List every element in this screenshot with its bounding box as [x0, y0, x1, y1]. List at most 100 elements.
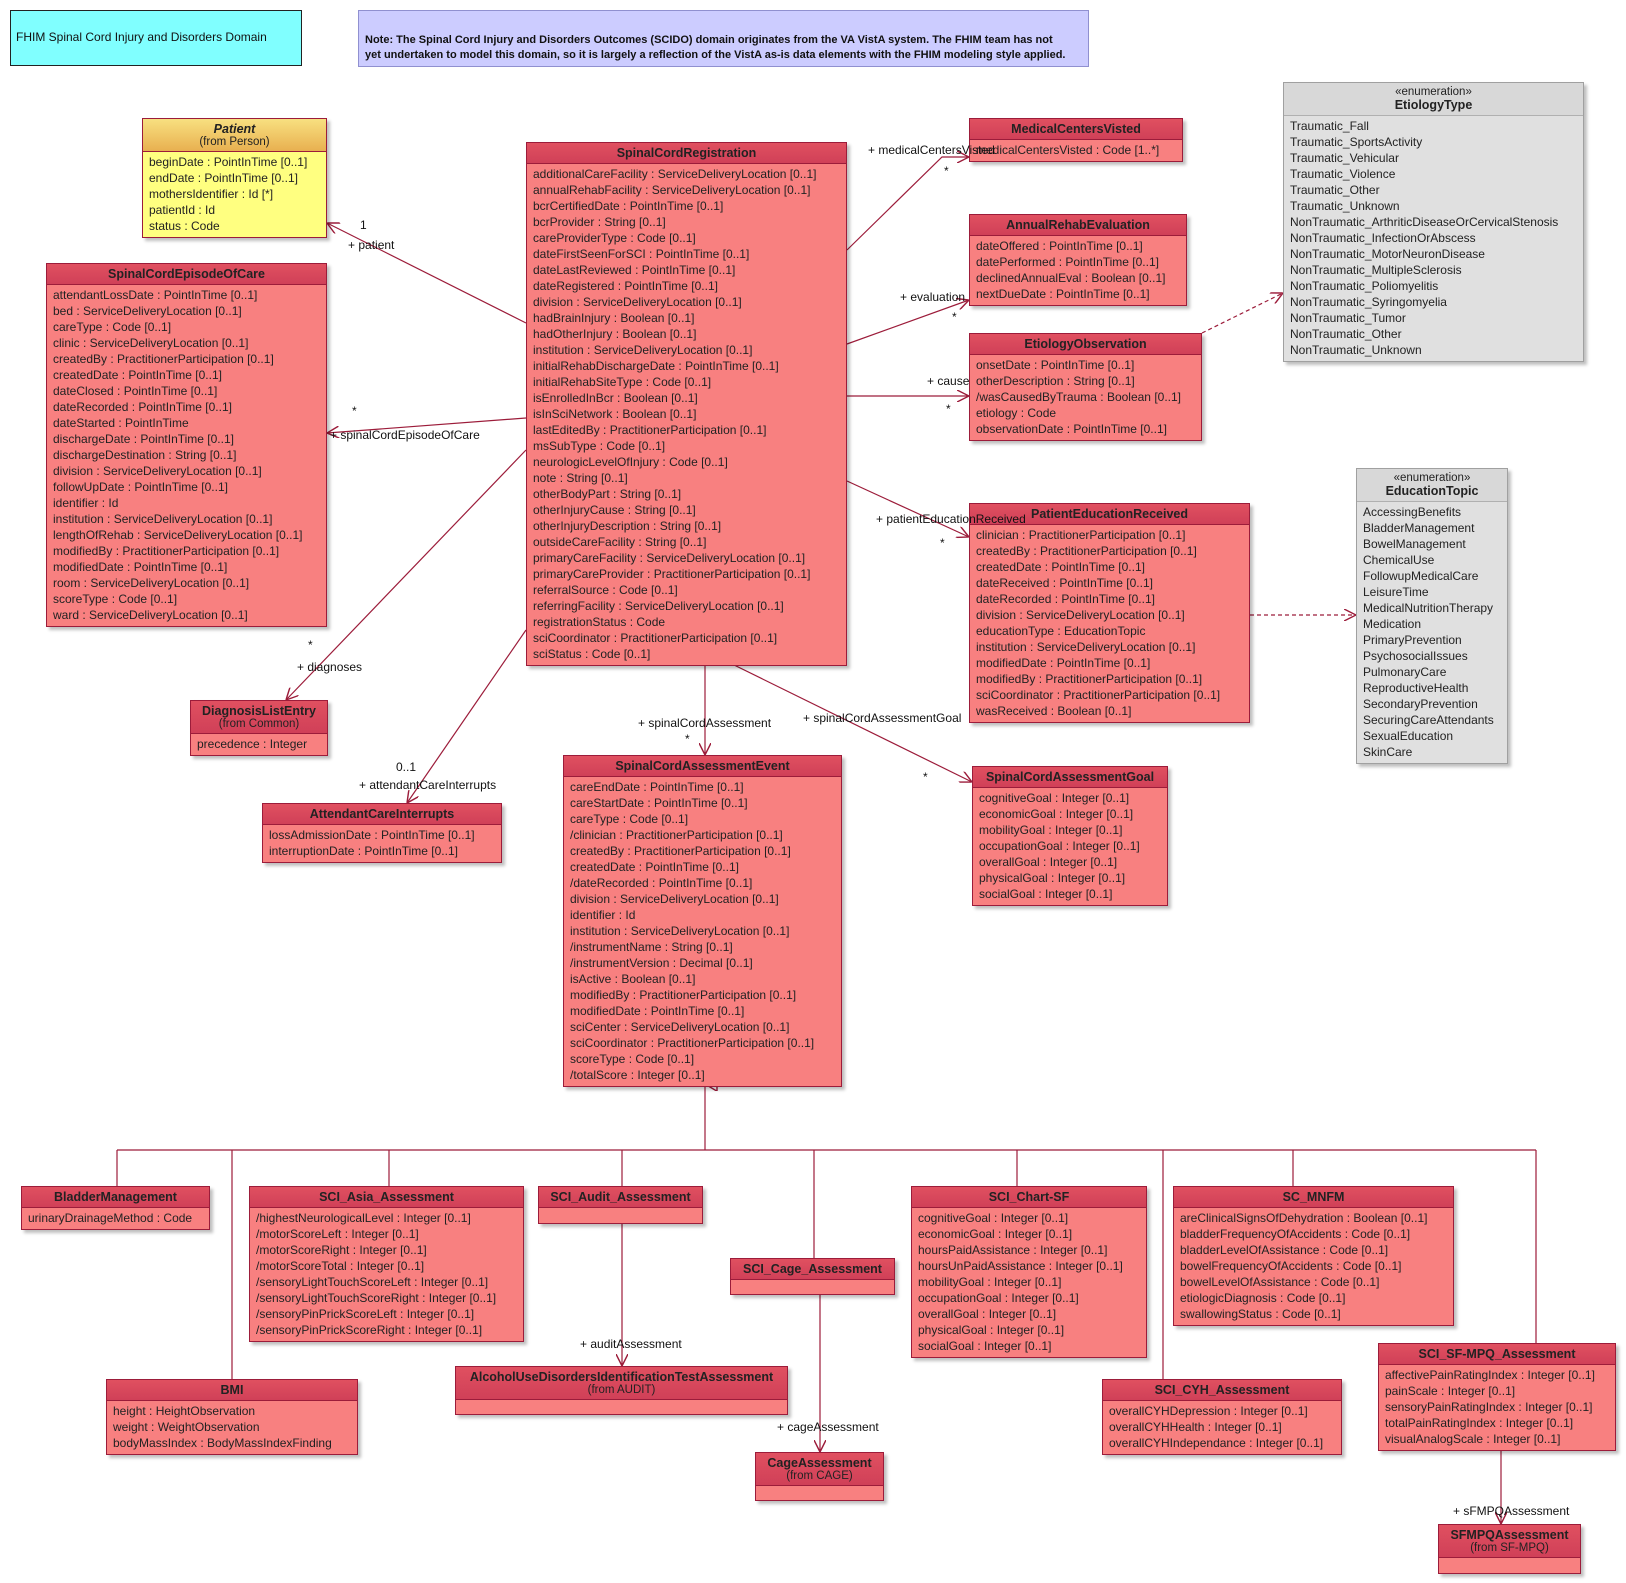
- class-diagnosis-list-entry[interactable]: DiagnosisListEntry(from Common)precedenc…: [190, 700, 328, 756]
- class-attribute: primaryCareFacility : ServiceDeliveryLoc…: [533, 551, 806, 565]
- label-education-role: + patientEducationReceived: [876, 512, 1026, 526]
- class-attribute: modifiedBy : PractitionerParticipation […: [976, 672, 1203, 686]
- class-name: EducationTopic: [1385, 484, 1479, 498]
- class-attribute: division : ServiceDeliveryLocation [0..1…: [53, 464, 262, 478]
- class-attribute: bcrProvider : String [0..1]: [533, 215, 666, 229]
- class-attribute: scoreType : Code [0..1]: [570, 1052, 695, 1066]
- class-attribute: overallGoal : Integer [0..1]: [918, 1307, 1057, 1321]
- class-cage-assessment[interactable]: CageAssessment(from CAGE): [755, 1452, 884, 1501]
- class-name: AttendantCareInterrupts: [309, 807, 455, 821]
- class-attribute: createdDate : PointInTime [0..1]: [53, 368, 222, 382]
- class-attribute: annualRehabFacility : ServiceDeliveryLoc…: [533, 183, 811, 197]
- class-attribute: SecondaryPrevention: [1363, 697, 1478, 711]
- class-attribute: height : HeightObservation: [113, 1404, 256, 1418]
- class-attribute: bodyMassIndex : BodyMassIndexFinding: [113, 1436, 332, 1450]
- class-attribute: dischargeDestination : String [0..1]: [53, 448, 237, 462]
- class-attribute: createdBy : PractitionerParticipation [0…: [53, 352, 274, 366]
- class-attribute: socialGoal : Integer [0..1]: [918, 1339, 1052, 1353]
- class-header: SpinalCordAssessmentGoal: [973, 767, 1167, 788]
- label-education-mult: *: [940, 536, 945, 550]
- class-attributes: onsetDate : PointInTime [0..1]otherDescr…: [970, 355, 1201, 440]
- class-attribute: mothersIdentifier : Id [*]: [149, 187, 274, 201]
- class-sci-asia-assessment[interactable]: SCI_Asia_Assessment/highestNeurologicalL…: [249, 1186, 524, 1342]
- class-header: AttendantCareInterrupts: [263, 804, 501, 825]
- class-attribute: datePerformed : PointInTime [0..1]: [976, 255, 1159, 269]
- class-name: SpinalCordEpisodeOfCare: [108, 267, 265, 281]
- class-header: Patient(from Person): [143, 119, 326, 152]
- class-name: SpinalCordRegistration: [616, 146, 757, 160]
- class-name: SCI_SF-MPQ_Assessment: [1418, 1347, 1576, 1361]
- class-name: CageAssessment: [767, 1456, 872, 1470]
- label-medcenters-role: + medicalCentersVisted: [868, 143, 995, 157]
- class-attribute: NonTraumatic_MotorNeuronDisease: [1290, 247, 1485, 261]
- label-episode-mult: *: [352, 404, 357, 418]
- class-patient-education-received[interactable]: PatientEducationReceived clinician : Prac…: [969, 503, 1250, 723]
- class-attribute: AccessingBenefits: [1363, 505, 1462, 519]
- class-alcohol-use-disorders-identification-test-assessment[interactable]: AlcoholUseDisordersIdentificationTestAss…: [455, 1366, 788, 1415]
- link-medcenters: [846, 157, 969, 251]
- class-attribute: cognitiveGoal : Integer [0..1]: [979, 791, 1130, 805]
- class-attribute: institution : ServiceDeliveryLocation [0…: [570, 924, 790, 938]
- class-attribute: Traumatic_Unknown: [1290, 199, 1400, 213]
- class-attributes: lossAdmissionDate : PointInTime [0..1]in…: [263, 825, 501, 862]
- class-attribute: SkinCare: [1363, 745, 1413, 759]
- class-attribute: clinician : PractitionerParticipation [0…: [976, 528, 1186, 542]
- class-name: SCI_Chart-SF: [988, 1190, 1070, 1204]
- class-attribute: dischargeDate : PointInTime [0..1]: [53, 432, 234, 446]
- class-attribute: room : ServiceDeliveryLocation [0..1]: [53, 576, 250, 590]
- class-attributes: cognitiveGoal : Integer [0..1]economicGo…: [973, 788, 1167, 905]
- class-name: AlcoholUseDisordersIdentificationTestAss…: [469, 1370, 774, 1384]
- class-header: SCI_Audit_Assessment: [539, 1187, 702, 1208]
- label-patient-mult: 1: [360, 218, 367, 232]
- class-attribute: PulmonaryCare: [1363, 665, 1447, 679]
- class-attribute: sciCenter : ServiceDeliveryLocation [0..…: [570, 1020, 790, 1034]
- label-diagnoses-role: + diagnoses: [297, 660, 363, 674]
- class-attribute: /sensoryLightTouchScoreRight : Integer […: [256, 1291, 497, 1305]
- class-patient[interactable]: Patient(from Person)beginDate : PointInT…: [142, 118, 327, 238]
- class-sci-cage-assessment[interactable]: SCI_Cage_Assessment: [730, 1258, 895, 1295]
- class-attribute: careStartDate : PointInTime [0..1]: [570, 796, 748, 810]
- class-name: PatientEducationReceived: [1031, 507, 1188, 521]
- class-stereotype: «enumeration»: [1395, 86, 1472, 98]
- class-attribute: etiologicDiagnosis : Code [0..1]: [1180, 1291, 1346, 1305]
- class-attributes: careEndDate : PointInTime [0..1]careStar…: [564, 777, 841, 1086]
- class-attribute: overallCYHIndependance : Integer [0..1]: [1109, 1436, 1324, 1450]
- class-header: SCI_CYH_Assessment: [1103, 1380, 1341, 1401]
- class-attribute: otherBodyPart : String [0..1]: [533, 487, 682, 501]
- class-attribute: institution : ServiceDeliveryLocation [0…: [976, 640, 1196, 654]
- class-origin: (from CAGE): [786, 1470, 853, 1482]
- class-attributes: areClinicalSignsOfDehydration : Boolean …: [1174, 1208, 1453, 1325]
- label-assessment-mult: *: [685, 732, 690, 746]
- class-header: AnnualRehabEvaluation: [970, 215, 1186, 236]
- class-name: SFMPQAssessment: [1450, 1528, 1569, 1542]
- class-attribute: PrimaryPrevention: [1363, 633, 1462, 647]
- class-attribute: Traumatic_Vehicular: [1290, 151, 1399, 165]
- class-attribute: NonTraumatic_Tumor: [1290, 311, 1406, 325]
- class-attendant-care-interrupts[interactable]: AttendantCareInterrupts lossAdmissionDate…: [262, 803, 502, 863]
- class-sfmpq-assessment[interactable]: SFMPQAssessment(from SF-MPQ): [1438, 1524, 1581, 1574]
- class-attribute: msSubType : Code [0..1]: [533, 439, 666, 453]
- class-attribute: lengthOfRehab : ServiceDeliveryLocation …: [53, 528, 303, 542]
- link-education: [846, 480, 969, 537]
- class-sci-audit-assessment[interactable]: SCI_Audit_Assessment: [538, 1186, 703, 1224]
- class-name: MedicalCentersVisted: [1011, 122, 1141, 136]
- class-attribute: Traumatic_Other: [1290, 183, 1380, 197]
- class-attribute: sciStatus : Code [0..1]: [533, 647, 651, 661]
- class-attribute: bed : ServiceDeliveryLocation [0..1]: [53, 304, 242, 318]
